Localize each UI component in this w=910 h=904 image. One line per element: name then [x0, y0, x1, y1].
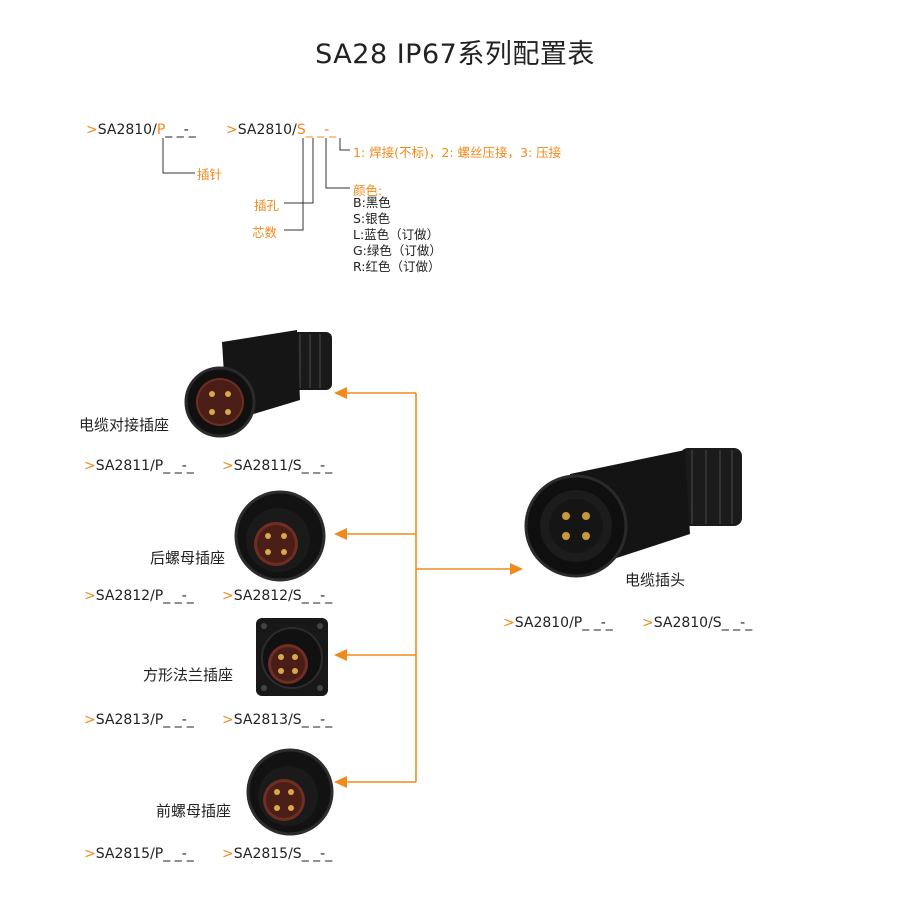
product-code-2812-p: >SA2812/P_ _-_	[84, 588, 194, 604]
product-code-2811-s: >SA2811/S_ _-_	[222, 458, 333, 474]
color-list: B:黑色 S:银色 L:蓝色（订做） G:绿色（订做） R:红色（订做）	[353, 195, 442, 275]
wiring-options: 1: 焊接(不标)，2: 螺丝压接，3: 压接	[353, 145, 562, 160]
product-name-cable-coupler: 电缆对接插座	[79, 416, 170, 434]
product-code-2811-p: >SA2811/P_ _-_	[84, 458, 194, 474]
color-option: S:银色	[353, 211, 391, 226]
product-name-front-nut: 前螺母插座	[156, 802, 232, 820]
connector-image-rear-nut	[230, 488, 330, 584]
legend-socket-code: >SA2810/S_ _-_	[226, 122, 337, 138]
connector-image-cable-coupler	[182, 322, 342, 444]
pin-label: 插针	[197, 167, 223, 182]
product-code-2810-p: >SA2810/P_ _-_	[503, 615, 613, 631]
legend-leaders	[162, 138, 350, 231]
color-option: G:绿色（订做）	[353, 243, 442, 258]
product-name-cable-plug: 电缆插头	[625, 571, 686, 589]
product-name-rear-nut: 后螺母插座	[150, 549, 226, 567]
product-code-2815-s: >SA2815/S_ _-_	[222, 846, 333, 862]
core-count-label: 芯数	[252, 225, 278, 240]
connector-image-front-nut	[244, 746, 336, 838]
gt-marker: >	[226, 122, 238, 138]
color-option: R:红色（订做）	[353, 259, 441, 274]
page-title: SA28 IP67系列配置表	[315, 39, 595, 70]
product-code-2813-p: >SA2813/P_ _-_	[84, 712, 194, 728]
orange-arrows	[334, 387, 523, 788]
color-option: L:蓝色（订做）	[353, 227, 440, 242]
product-code-2815-p: >SA2815/P_ _-_	[84, 846, 194, 862]
connector-image-cable-plug	[520, 440, 750, 580]
hole-label: 插孔	[254, 198, 280, 213]
product-code-2810-s: >SA2810/S_ _-_	[642, 615, 753, 631]
connector-image-square-flange	[252, 612, 332, 702]
gt-marker: >	[86, 122, 98, 138]
color-option: B:黑色	[353, 195, 391, 210]
color-title: 颜色:	[353, 183, 383, 198]
product-code-2812-s: >SA2812/S_ _-_	[222, 588, 333, 604]
product-code-2813-s: >SA2813/S_ _-_	[222, 712, 333, 728]
product-name-square-flange: 方形法兰插座	[143, 666, 234, 684]
legend-plug-code: >SA2810/P_ _-_	[86, 122, 196, 138]
